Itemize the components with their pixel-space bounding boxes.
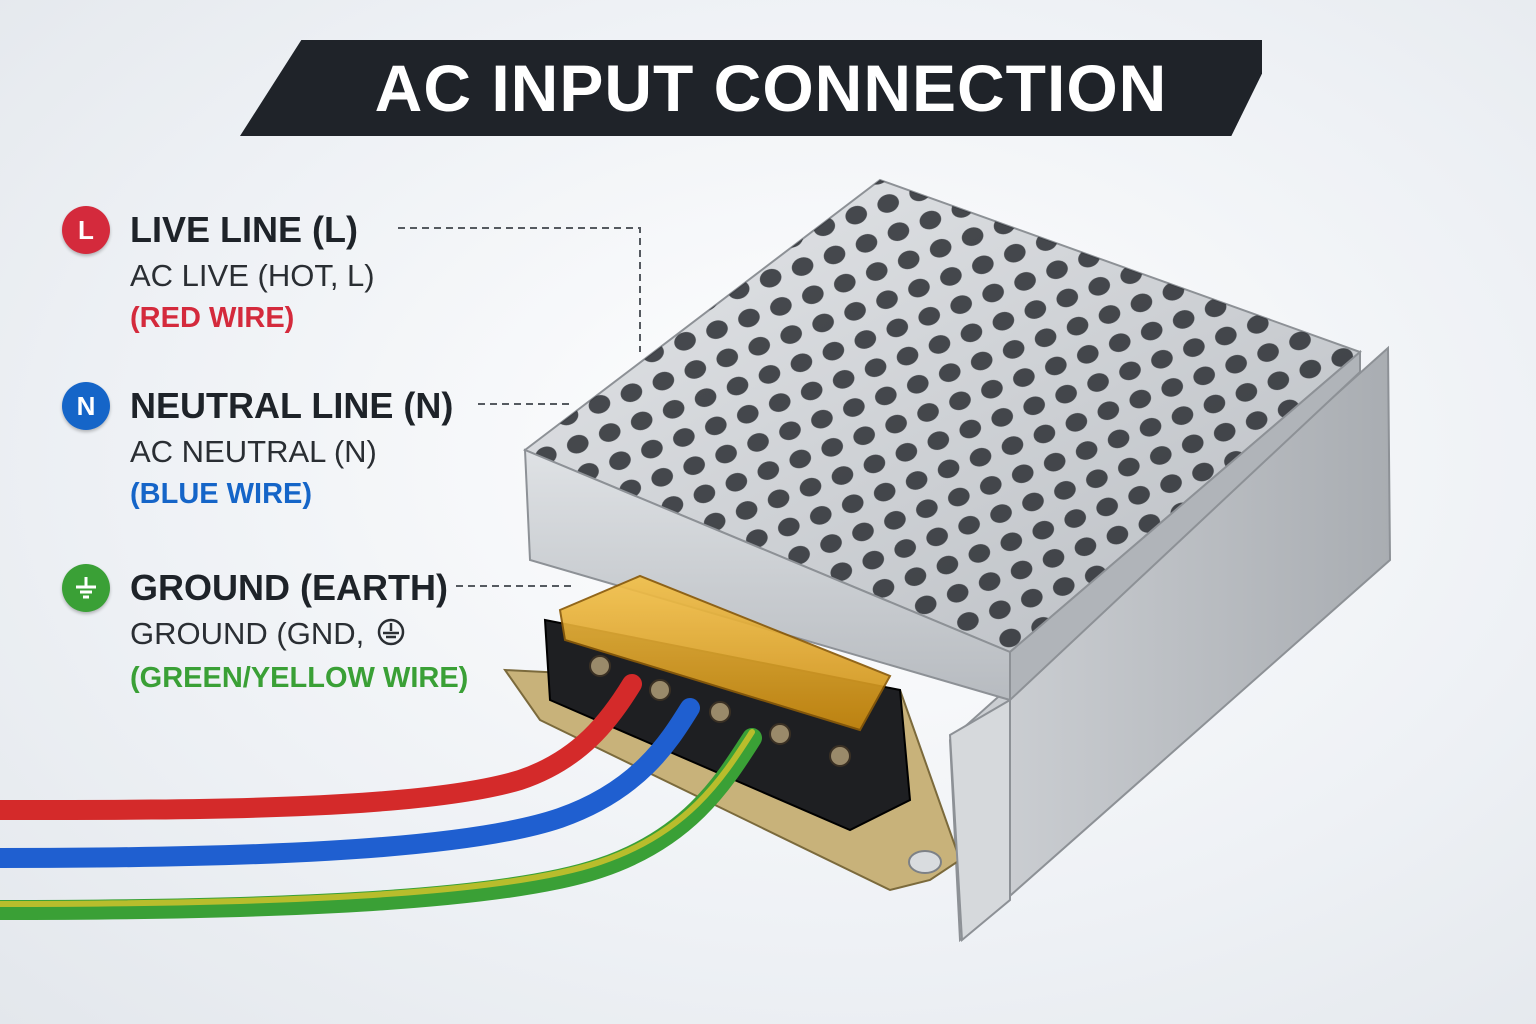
live-wire bbox=[0, 674, 642, 820]
neutral-wire bbox=[0, 698, 700, 868]
ground-symbol-icon bbox=[62, 564, 110, 612]
live-label: L LIVE LINE (L) AC LIVE (HOT, L) (RED WI… bbox=[62, 206, 375, 335]
live-badge: L bbox=[62, 206, 110, 254]
neutral-heading: NEUTRAL LINE (N) bbox=[130, 385, 454, 426]
neutral-wire-label: (BLUE WIRE) bbox=[130, 478, 313, 510]
neutral-badge: N bbox=[62, 382, 110, 430]
terminal-cover bbox=[558, 574, 892, 732]
ground-wire bbox=[0, 728, 762, 920]
terminal-screws bbox=[589, 655, 851, 767]
live-leader-line bbox=[398, 227, 641, 352]
page-title: AC INPUT CONNECTION bbox=[374, 51, 1168, 125]
earth-symbol-icon bbox=[377, 618, 405, 654]
title-banner: AC INPUT CONNECTION bbox=[240, 40, 1262, 136]
neutral-subtitle: AC NEUTRAL (N) bbox=[130, 434, 377, 469]
neutral-label: N NEUTRAL LINE (N) AC NEUTRAL (N) (BLUE … bbox=[62, 382, 454, 511]
ground-subtitle-row: GROUND (GND, bbox=[130, 616, 468, 654]
ground-subtitle: GROUND (GND, bbox=[130, 616, 365, 651]
live-wire-label: (RED WIRE) bbox=[130, 302, 295, 334]
ground-label: GROUND (EARTH) GROUND (GND, (GREEN/YELLO… bbox=[62, 564, 469, 695]
live-subtitle: AC LIVE (HOT, L) bbox=[130, 258, 375, 293]
ground-heading: GROUND (EARTH) bbox=[130, 567, 448, 608]
live-heading: LIVE LINE (L) bbox=[130, 209, 358, 250]
ground-wire-label: (GREEN/YELLOW WIRE) bbox=[130, 661, 469, 694]
